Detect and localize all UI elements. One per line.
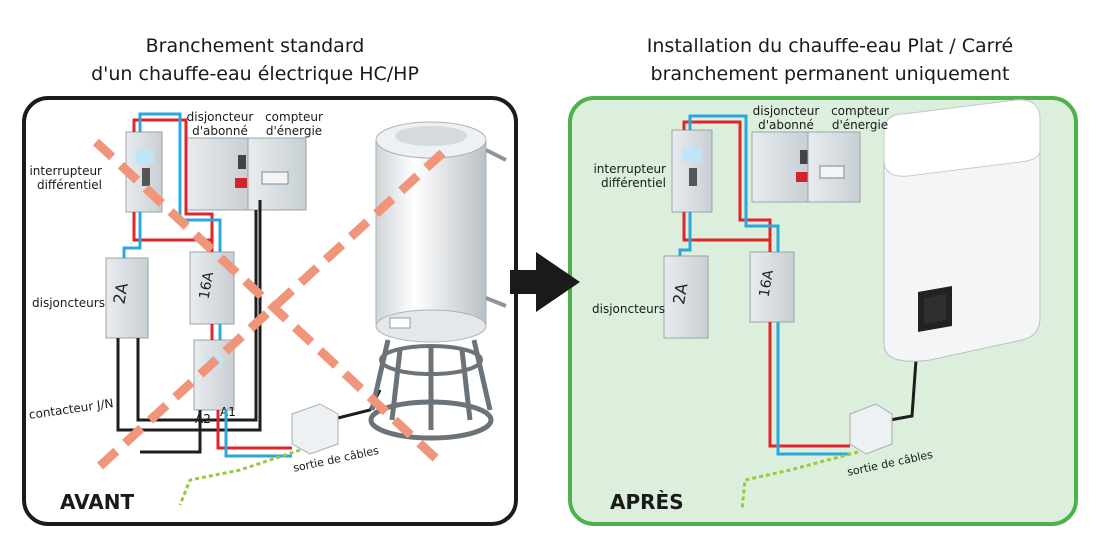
apres-label-interrupteur-l2: différentiel — [600, 176, 666, 190]
avant-disjoncteur-2a: 2A — [105, 257, 149, 339]
avant-label-compteur-l2: d'énergie — [265, 124, 323, 138]
title-avant-line1: Branchement standard — [145, 35, 365, 57]
apres-label-disjoncteur-abonne-l2: d'abonné — [758, 118, 814, 132]
apres-label-interrupteur-l1: interrupteur — [593, 162, 666, 176]
apres-interrupteur-differentiel — [671, 129, 713, 213]
apres-panel-label: APRÈS — [610, 490, 684, 514]
apres-disjoncteur-2a: 2A — [663, 255, 709, 339]
apres-wires — [678, 114, 918, 511]
apres-sortie-cables-box — [849, 403, 893, 455]
avant-sortie-cables-box — [291, 403, 339, 455]
title-apres-line1: Installation du chauffe-eau Plat / Carré — [646, 35, 1014, 57]
apres-label-interrupteur: interrupteur différentiel — [580, 162, 666, 190]
avant-panel-label: AVANT — [60, 490, 135, 514]
apres-label-compteur: compteur d'énergie — [824, 104, 896, 132]
svg-text:16A: 16A — [197, 270, 218, 300]
svg-text:16A: 16A — [757, 268, 778, 298]
apres-label-disjoncteur-abonne-l1: disjoncteur — [752, 104, 820, 118]
avant-disjoncteur-abonne — [185, 137, 249, 211]
svg-text:2A: 2A — [109, 281, 131, 305]
avant-compteur-energie — [247, 137, 307, 211]
avant-label-interrupteur-l1: interrupteur — [29, 164, 102, 178]
apres-label-disjoncteur-abonne: disjoncteur d'abonné — [750, 104, 822, 132]
apres-disjoncteur-16a: 16A — [749, 251, 795, 323]
avant-cross — [92, 138, 452, 470]
avant-label-disjoncteur-abonne-l2: d'abonné — [192, 124, 248, 138]
avant-label-interrupteur: interrupteur différentiel — [24, 164, 102, 192]
svg-text:A1: A1 — [220, 405, 236, 419]
apres-chauffe-eau-plat — [883, 99, 1041, 362]
apres-label-compteur-l2: d'énergie — [831, 118, 889, 132]
avant-label-disjoncteur-abonne: disjoncteur d'abonné — [184, 110, 256, 138]
avant-label-compteur: compteur d'énergie — [258, 110, 330, 138]
title-avant: Branchement standard d'un chauffe-eau él… — [20, 32, 490, 88]
title-apres: Installation du chauffe-eau Plat / Carré… — [580, 32, 1080, 88]
title-apres-line2: branchement permanent uniquement — [650, 63, 1010, 85]
svg-text:2A: 2A — [669, 282, 691, 306]
avant-label-disjoncteurs: disjoncteurs — [32, 296, 105, 310]
avant-label-disjoncteur-abonne-l1: disjoncteur — [186, 110, 254, 124]
apres-label-compteur-l1: compteur — [831, 104, 889, 118]
title-avant-line2: d'un chauffe-eau électrique HC/HP — [91, 63, 419, 85]
avant-chauffe-eau-cylindrique — [368, 121, 507, 441]
avant-label-compteur-l1: compteur — [265, 110, 323, 124]
apres-compteur-energie — [807, 131, 861, 203]
apres-label-disjoncteurs: disjoncteurs — [592, 302, 665, 316]
apres-disjoncteur-abonne — [751, 131, 809, 203]
arrow-icon — [510, 252, 580, 312]
avant-label-interrupteur-l2: différentiel — [36, 178, 102, 192]
